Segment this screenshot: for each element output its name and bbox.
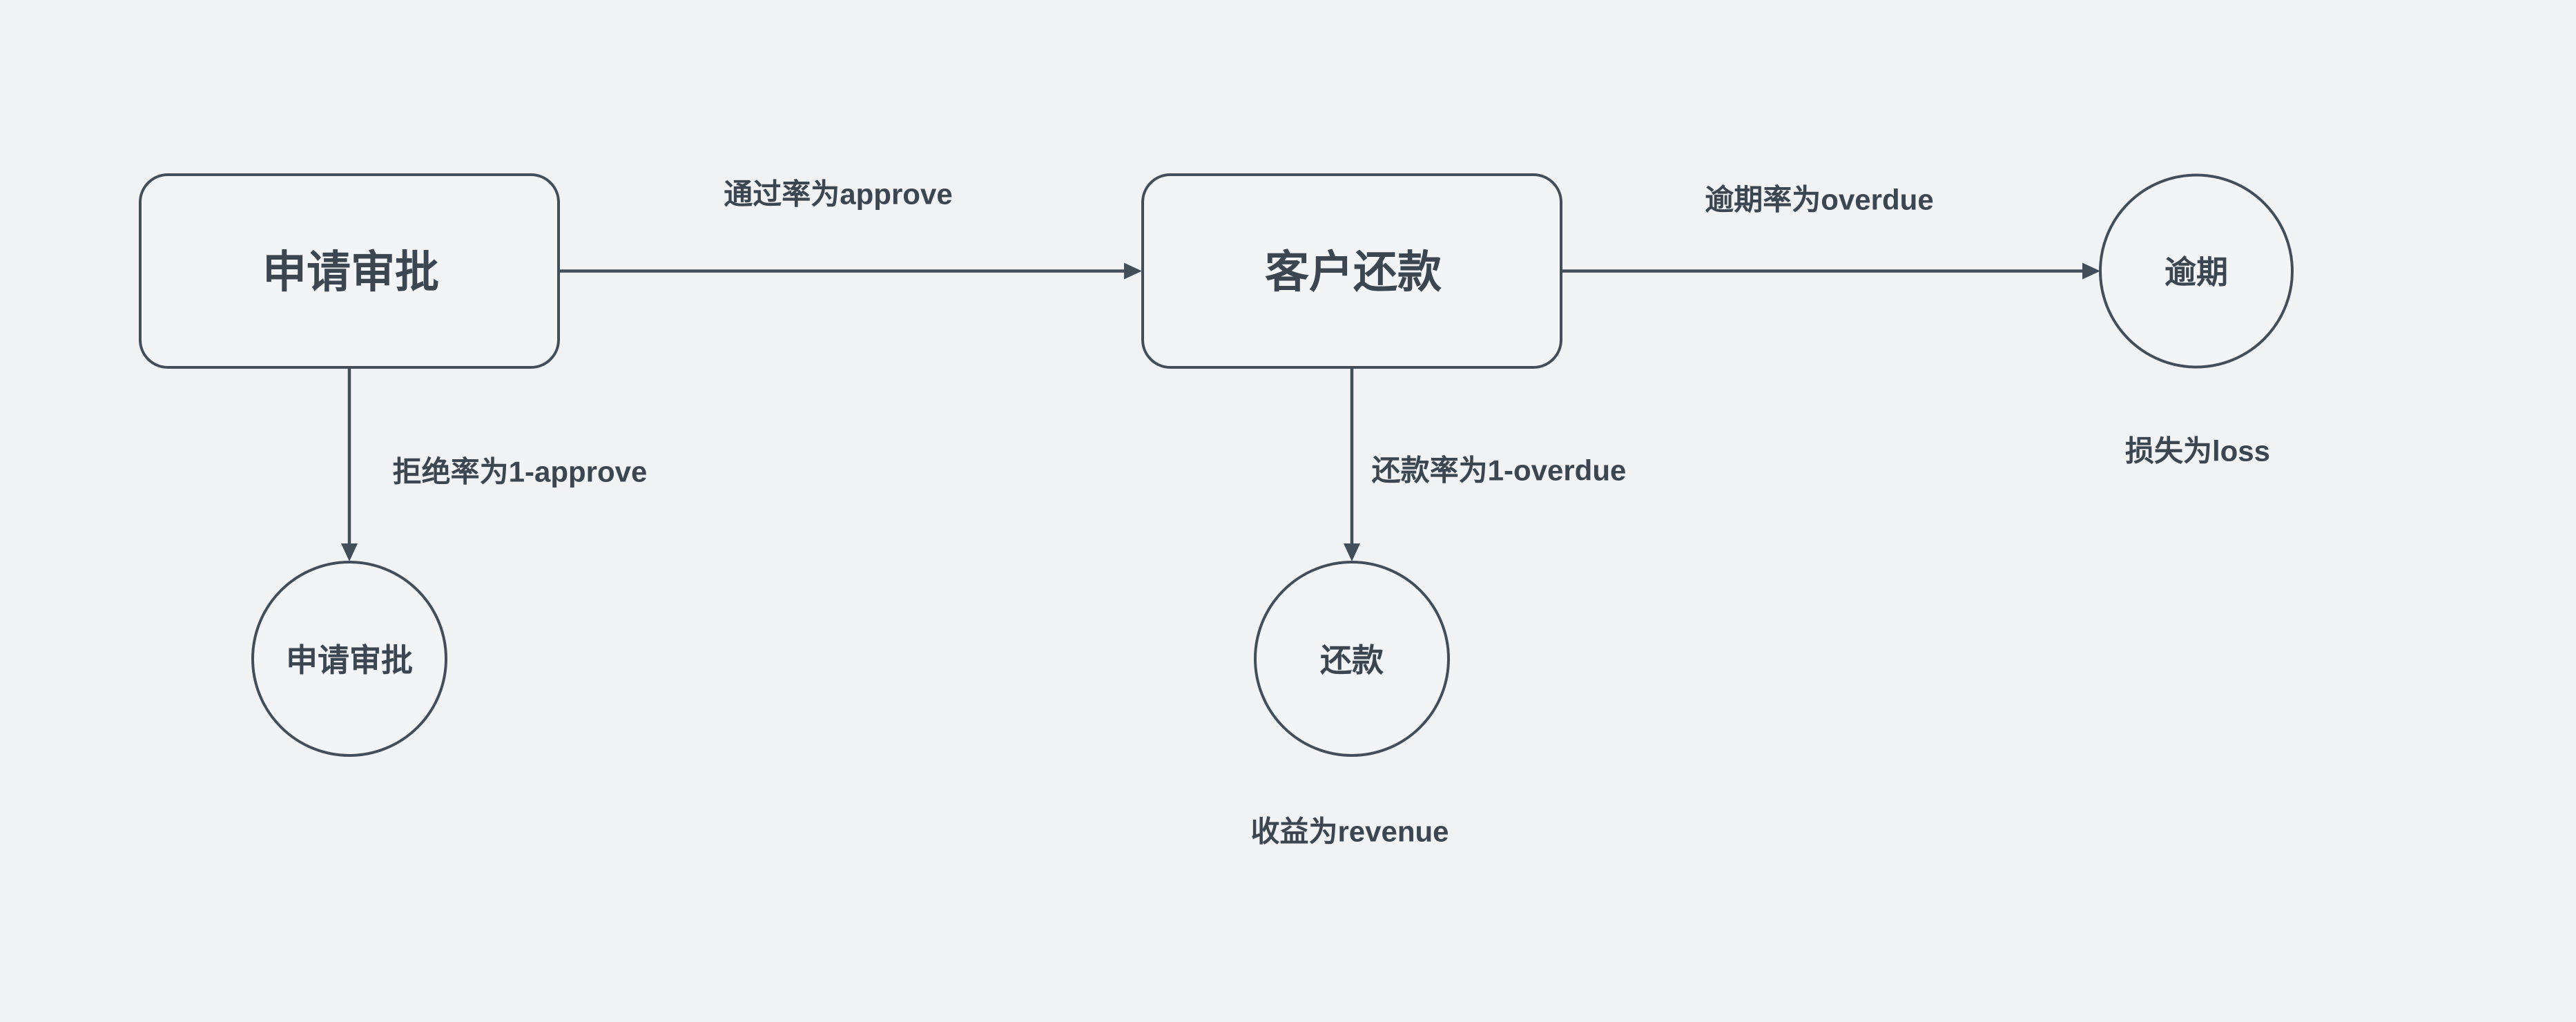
loss-annotation: 损失为loss	[2125, 435, 2270, 467]
node-customer-repayment-box[interactable]: 客户还款	[1141, 173, 1562, 369]
edge-reject-label: 拒绝率为1-approve	[393, 456, 648, 488]
node-customer-repayment-box-shape[interactable]	[1141, 173, 1562, 369]
node-customer-repayment-box-label: 客户还款	[1265, 247, 1442, 297]
edge-overdue-label: 逾期率为overdue	[1705, 184, 1933, 216]
node-overdue-circle[interactable]: 逾期	[2099, 173, 2294, 369]
edge-approve-label: 通过率为approve	[724, 178, 952, 211]
node-overdue-circle-label: 逾期	[2165, 254, 2228, 290]
edge-repay-label: 还款率为1-overdue	[1372, 454, 1627, 487]
edge-repay-arrowhead-icon	[1344, 543, 1360, 561]
node-apply-approval-circle-shape[interactable]	[251, 561, 447, 757]
node-overdue-circle-shape[interactable]	[2099, 173, 2294, 369]
edge-overdue[interactable]: 逾期率为overdue	[1561, 184, 2100, 280]
edge-approve-arrowhead-icon	[1124, 262, 1142, 280]
node-apply-approval-circle[interactable]: 申请审批	[251, 561, 447, 757]
edge-approve[interactable]: 通过率为approve	[559, 178, 1142, 280]
edge-repay[interactable]: 还款率为1-overdue	[1344, 367, 1626, 561]
node-repayment-circle-label: 还款	[1320, 642, 1384, 678]
node-repayment-circle-shape[interactable]	[1254, 561, 1450, 757]
revenue-annotation: 收益为revenue	[1250, 816, 1449, 848]
node-repayment-circle[interactable]: 还款	[1254, 561, 1450, 757]
edge-overdue-arrowhead-icon	[2082, 262, 2100, 280]
node-apply-approval-circle-label: 申请审批	[286, 642, 413, 678]
node-apply-approval-box-shape[interactable]	[139, 173, 560, 369]
node-apply-approval-box[interactable]: 申请审批	[139, 173, 560, 369]
edge-reject[interactable]: 拒绝率为1-approve	[341, 367, 647, 561]
edge-reject-arrowhead-icon	[341, 543, 358, 561]
node-apply-approval-box-label: 申请审批	[262, 247, 439, 297]
